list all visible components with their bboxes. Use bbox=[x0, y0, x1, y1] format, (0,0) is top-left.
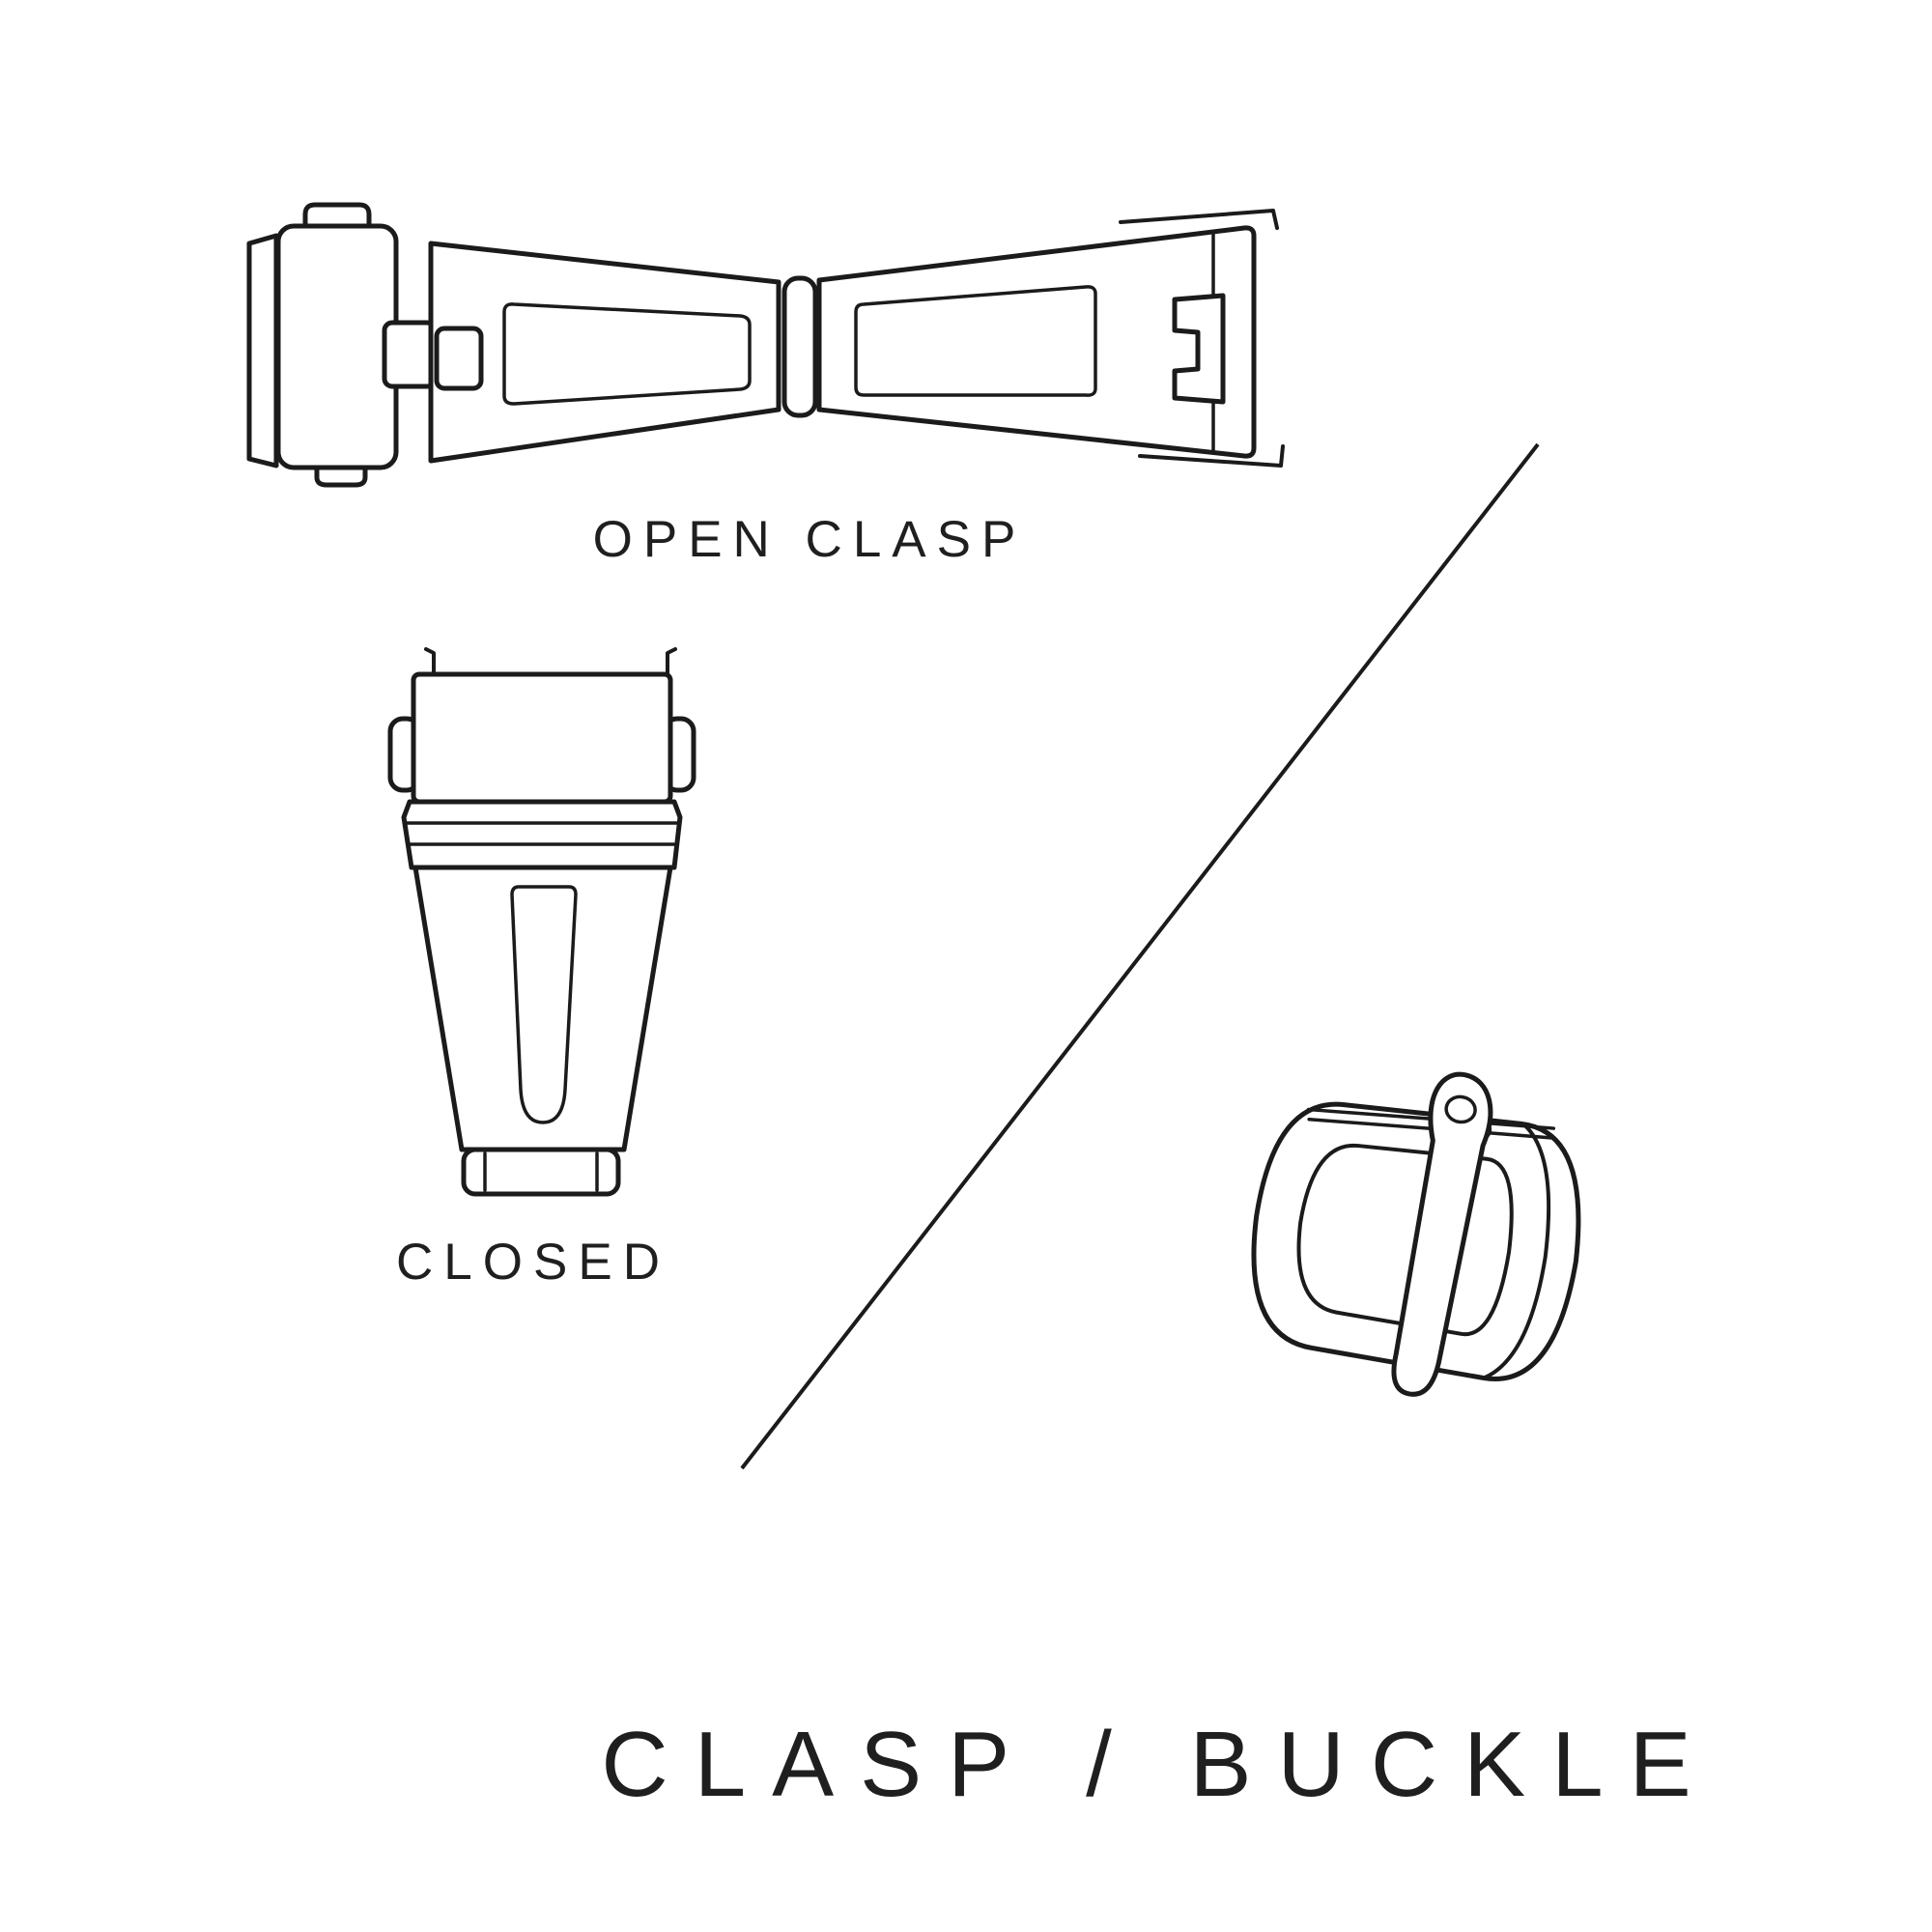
closed-clasp-illustration bbox=[387, 647, 696, 1197]
closed-clasp-label: CLOSED bbox=[396, 1234, 670, 1291]
buckle-tongue-shape bbox=[1391, 1071, 1493, 1397]
open-clasp-left-blade-inner-line bbox=[502, 302, 752, 406]
open-clasp-right-blade-inner-line bbox=[854, 285, 1097, 397]
closed-clasp-endpiece-ticks bbox=[483, 1151, 599, 1192]
open-clasp-bottom-strip-line bbox=[1138, 444, 1285, 468]
closed-clasp-body-shape bbox=[412, 865, 673, 1152]
open-clasp-pusher-shape bbox=[434, 326, 484, 391]
open-clasp-hook-shape bbox=[1172, 293, 1226, 405]
closed-clasp-cap-shape bbox=[411, 671, 673, 805]
open-clasp-left-blade-shape bbox=[428, 241, 781, 464]
buckle-springbar-left-line bbox=[1306, 1107, 1433, 1130]
closed-clasp-right-prong-line bbox=[666, 647, 677, 678]
page-title: CLASP / BUCKLE bbox=[601, 1713, 1718, 1816]
buckle-opening-line bbox=[1296, 1143, 1514, 1337]
open-clasp-left-bracket-shape bbox=[246, 233, 279, 469]
buckle-illustration bbox=[1251, 1071, 1581, 1397]
closed-clasp-band-shape bbox=[401, 799, 683, 870]
open-clasp-hinge-shape bbox=[781, 275, 818, 418]
closed-clasp-band-lines bbox=[405, 821, 679, 846]
buckle-depth-line bbox=[1483, 1122, 1551, 1379]
open-clasp-label: OPEN CLASP bbox=[592, 511, 1027, 568]
open-clasp-right-blade-shape bbox=[816, 225, 1257, 459]
open-clasp-top-bump-shape bbox=[302, 202, 372, 231]
open-clasp-bottom-bump-shape bbox=[314, 463, 368, 488]
open-clasp-top-strip-line bbox=[1119, 209, 1279, 230]
open-clasp-left-block-shape bbox=[275, 223, 399, 470]
buckle-springbar-right-line bbox=[1487, 1122, 1556, 1140]
buckle-tongue-hole-shape bbox=[1444, 1094, 1477, 1124]
open-clasp-connector-shape bbox=[382, 320, 438, 389]
diagonal-divider-line bbox=[740, 442, 1540, 1470]
open-clasp-illustration bbox=[246, 202, 1285, 488]
closed-clasp-endpiece-shape bbox=[461, 1147, 621, 1197]
closed-clasp-left-prong-line bbox=[424, 647, 436, 678]
closed-clasp-slot-line bbox=[510, 885, 578, 1124]
